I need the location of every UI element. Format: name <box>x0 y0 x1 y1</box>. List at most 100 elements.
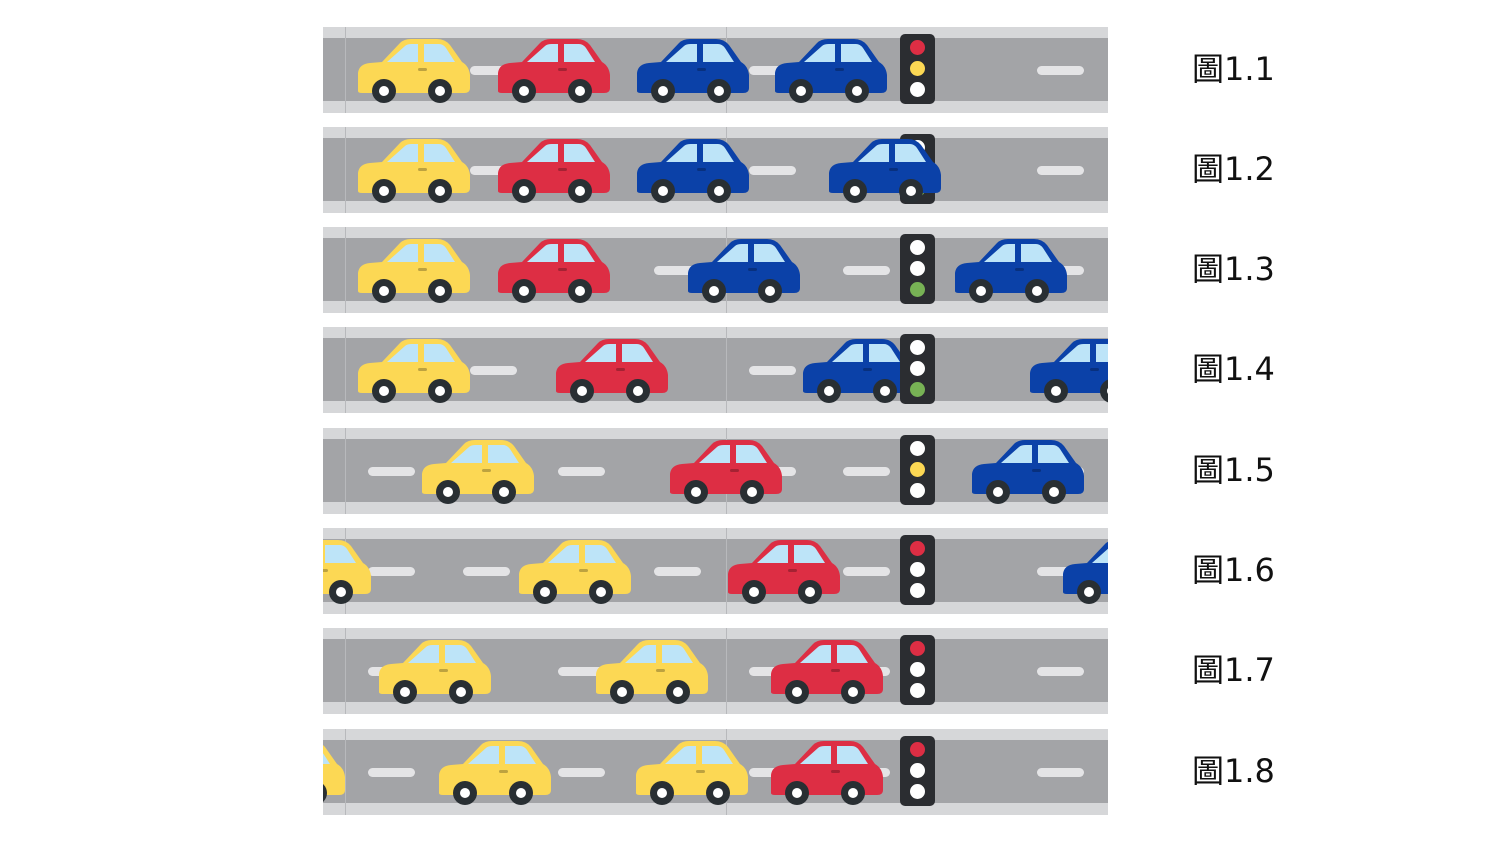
traffic-lamp-off <box>910 583 925 598</box>
figure-label: 圖1.6 <box>1192 551 1275 589</box>
blue-car-icon <box>799 335 917 403</box>
figure-row: 圖1.6 <box>0 528 1500 614</box>
road-seam <box>726 628 727 714</box>
lane-dash <box>1037 567 1084 576</box>
lane-dash <box>749 66 796 75</box>
road <box>323 428 1108 514</box>
traffic-lamp-off <box>910 82 925 97</box>
figure-label: 圖1.7 <box>1192 651 1275 689</box>
traffic-lamp-off <box>910 441 925 456</box>
figure-row: 圖1.3 <box>0 227 1500 313</box>
figure-row: 圖1.1 <box>0 27 1500 113</box>
traffic-light-icon <box>900 34 935 104</box>
lane-dash <box>558 467 605 476</box>
lane-dash <box>654 567 701 576</box>
red-car-icon <box>494 35 612 103</box>
blue-car-icon <box>684 235 802 303</box>
traffic-light-icon <box>900 535 935 605</box>
lane-dash <box>368 768 415 777</box>
traffic-lamp-off <box>910 361 925 376</box>
lane-dash <box>558 768 605 777</box>
lane-dash <box>843 467 890 476</box>
traffic-lamp-red <box>910 742 925 757</box>
lane-dash <box>843 567 890 576</box>
blue-car-icon <box>1026 335 1108 403</box>
lane-dash <box>463 567 510 576</box>
yellow-car-icon <box>592 636 710 704</box>
red-car-icon <box>724 536 842 604</box>
yellow-car-icon <box>435 737 553 805</box>
traffic-lamp-green <box>910 282 925 297</box>
road-seam <box>345 327 346 413</box>
traffic-lamp-off <box>910 662 925 677</box>
figure-label: 圖1.2 <box>1192 150 1275 188</box>
blue-car-icon <box>951 235 1069 303</box>
figure-row: 圖1.7 <box>0 628 1500 714</box>
road-seam <box>345 428 346 514</box>
lane-dash <box>470 166 517 175</box>
blue-car-icon <box>968 436 1086 504</box>
road-seam <box>726 528 727 614</box>
road <box>323 628 1108 714</box>
blue-car-icon <box>1059 536 1108 604</box>
blue-car-icon <box>633 135 751 203</box>
road-seam <box>345 27 346 113</box>
figure-label: 圖1.8 <box>1192 752 1275 790</box>
yellow-car-icon <box>354 235 472 303</box>
blue-car-icon <box>825 135 943 203</box>
road-seam <box>345 127 346 213</box>
red-car-icon <box>494 235 612 303</box>
yellow-car-icon <box>354 35 472 103</box>
lane-dash <box>470 66 517 75</box>
traffic-lamp-green <box>910 382 925 397</box>
yellow-car-icon <box>354 135 472 203</box>
figure-label: 圖1.5 <box>1192 451 1275 489</box>
lane-dash <box>749 366 796 375</box>
yellow-car-icon <box>418 436 536 504</box>
red-car-icon <box>494 135 612 203</box>
road <box>323 327 1108 413</box>
traffic-light-icon <box>900 334 935 404</box>
figure-label: 圖1.3 <box>1192 250 1275 288</box>
lane-dash <box>843 266 890 275</box>
lane-dash <box>749 166 796 175</box>
traffic-lamp-yellow <box>910 61 925 76</box>
road <box>323 27 1108 113</box>
traffic-light-icon <box>900 736 935 806</box>
traffic-light-icon <box>900 635 935 705</box>
traffic-lamp-red <box>910 641 925 656</box>
lane-dash <box>558 667 605 676</box>
lane-dash <box>654 266 701 275</box>
figure-label: 圖1.4 <box>1192 350 1275 388</box>
figure-row: 圖1.5 <box>0 428 1500 514</box>
traffic-lamp-off <box>910 784 925 799</box>
road <box>323 127 1108 213</box>
road <box>323 528 1108 614</box>
red-car-icon <box>552 335 670 403</box>
traffic-light-icon <box>900 435 935 505</box>
yellow-car-icon <box>375 636 493 704</box>
lane-dash <box>1037 166 1084 175</box>
lane-dash <box>1037 768 1084 777</box>
traffic-lamp-off <box>910 483 925 498</box>
lane-dash <box>368 467 415 476</box>
yellow-car-icon <box>323 737 347 805</box>
traffic-lamp-off <box>910 562 925 577</box>
lane-dash <box>1037 667 1084 676</box>
traffic-lamp-yellow <box>910 462 925 477</box>
road-seam <box>345 628 346 714</box>
road-surface <box>323 539 1108 602</box>
road <box>323 729 1108 815</box>
yellow-car-icon <box>323 536 373 604</box>
road-seam <box>726 327 727 413</box>
figure-row: 圖1.8 <box>0 729 1500 815</box>
yellow-car-icon <box>632 737 750 805</box>
blue-car-icon <box>633 35 751 103</box>
traffic-lamp-off <box>910 683 925 698</box>
traffic-lamp-off <box>910 763 925 778</box>
traffic-lamp-off <box>910 261 925 276</box>
figure-row: 圖1.4 <box>0 327 1500 413</box>
yellow-car-icon <box>354 335 472 403</box>
lane-dash <box>1037 66 1084 75</box>
